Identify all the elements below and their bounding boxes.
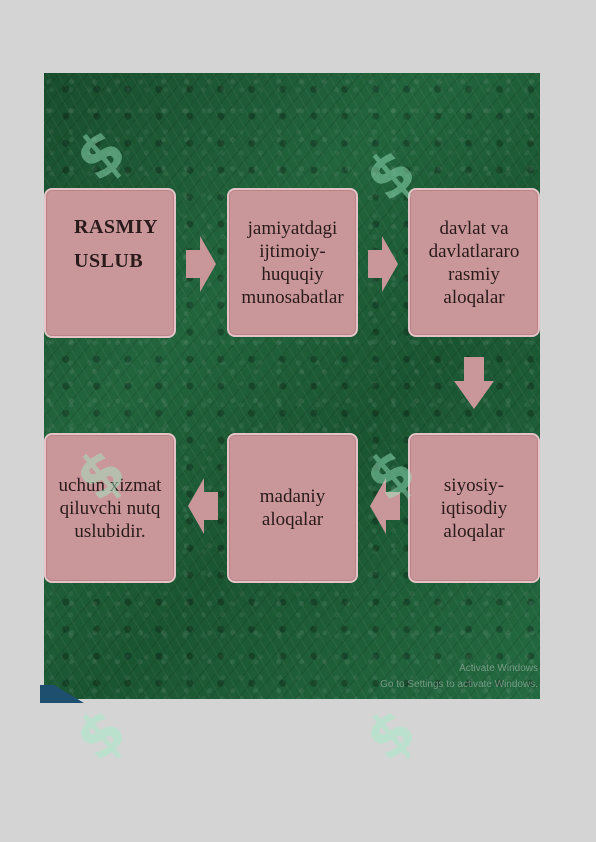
box-ijtimoiy-huquqiy: jamiyatdagi ijtimoiy-huquqiy munosabatla…	[227, 188, 358, 337]
arrow-right-icon	[368, 236, 398, 292]
arrow-right-icon	[186, 236, 216, 292]
corner-mark-icon	[40, 685, 84, 710]
box-text: jamiyatdagi ijtimoiy-huquqiy munosabatla…	[241, 217, 344, 308]
box-madaniy: madaniy aloqalar	[227, 433, 358, 583]
arrow-left-icon	[188, 478, 218, 534]
arrow-down-icon	[454, 357, 494, 409]
box-rasmiy-uslub: RASMIY USLUB	[44, 188, 176, 338]
box-davlat-aloqalar: davlat va davlatlararo rasmiy aloqalar	[408, 188, 540, 337]
box-title-line2: USLUB	[74, 250, 144, 272]
box-text: davlat va davlatlararo rasmiy aloqalar	[428, 217, 520, 308]
box-title-line1: RASMIY	[74, 216, 159, 238]
box-nutq-uslubi: uchun xizmat qiluvchi nutq uslubidir.	[44, 433, 176, 583]
box-text: siyosiy-iqtisodiy aloqalar	[440, 474, 508, 542]
watermark-icon: $	[352, 694, 430, 776]
box-siyosiy-iqtisodiy: siyosiy-iqtisodiy aloqalar	[408, 433, 540, 583]
box-text: madaniy aloqalar	[259, 486, 326, 530]
credit-subtext: Go to Settings to activate Windows.	[380, 679, 538, 690]
credit-text: Activate Windows	[459, 663, 538, 674]
arrow-left-icon	[370, 478, 400, 534]
diagram-panel: Activate Windows Go to Settings to activ…	[44, 73, 540, 699]
box-text: uchun xizmat qiluvchi nutq uslubidir.	[58, 474, 162, 542]
